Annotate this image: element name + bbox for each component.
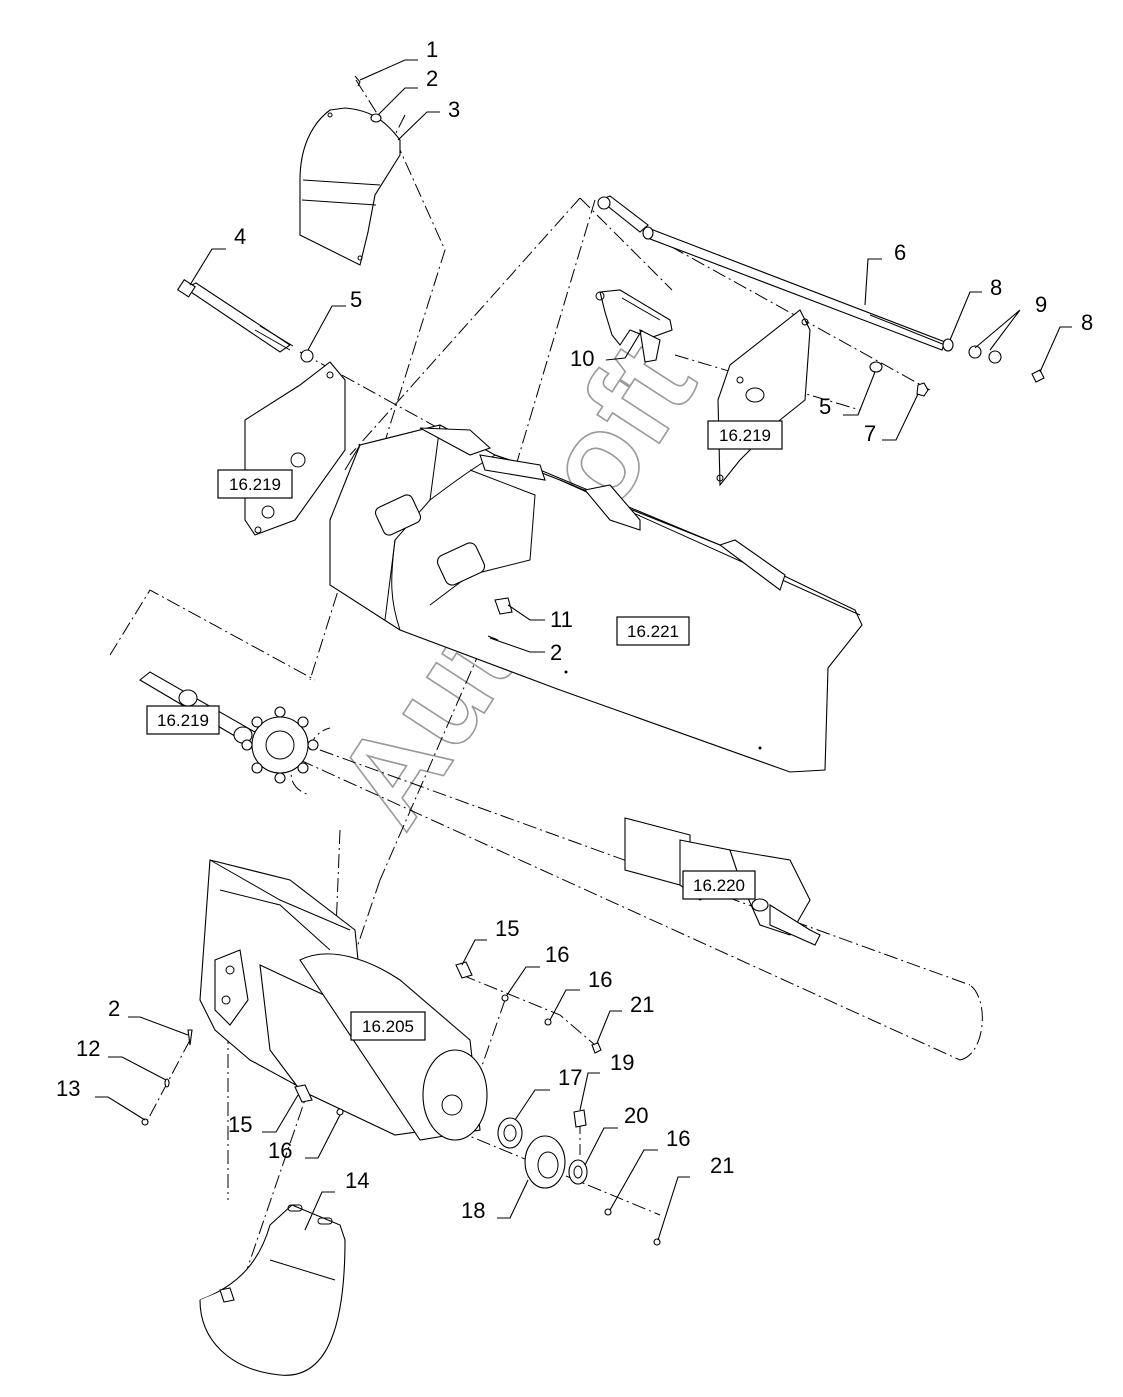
bearing-flange-parts	[141, 597, 661, 1246]
ref-box-16-219-left: 16.219	[217, 469, 293, 499]
callout-1: 1	[426, 37, 438, 62]
left-side-plate	[244, 361, 346, 536]
callout-9: 9	[1035, 292, 1047, 317]
callout-15: 15	[228, 1112, 252, 1137]
callout-16: 16	[545, 942, 569, 967]
rod	[597, 195, 946, 351]
callout-7: 7	[864, 421, 876, 446]
right-side-plate	[716, 309, 811, 487]
long-bolt	[176, 278, 294, 353]
small-hardware-top	[300, 75, 1045, 397]
ref-label-16-220: 16.220	[693, 876, 745, 895]
callout-2: 2	[550, 640, 562, 665]
ref-box-16-220: 16.220	[682, 870, 756, 900]
ref-box-16-219-shaft: 16.219	[146, 705, 220, 735]
callout-10: 10	[570, 346, 594, 371]
ref-label-16-219-shaft: 16.219	[157, 711, 209, 730]
callout-5: 5	[819, 394, 831, 419]
callout-18: 18	[461, 1198, 485, 1223]
main-housing	[329, 424, 863, 773]
ref-label-16-205: 16.205	[362, 1017, 414, 1036]
callout-4: 4	[234, 224, 246, 249]
callout-21: 21	[710, 1153, 734, 1178]
ref-box-16-221: 16.221	[616, 616, 690, 646]
callout-15: 15	[495, 916, 519, 941]
ref-label-16-219-right: 16.219	[719, 426, 771, 445]
ref-box-16-205: 16.205	[350, 1011, 426, 1041]
leader-lines	[95, 59, 1072, 1241]
callout-21: 21	[630, 992, 654, 1017]
callout-6: 6	[894, 240, 906, 265]
bottom-guard	[199, 1204, 346, 1376]
callout-11: 11	[550, 607, 573, 632]
lower-housing	[199, 859, 488, 1141]
top-guard	[299, 107, 401, 266]
callout-16: 16	[588, 967, 612, 992]
callout-16: 16	[268, 1138, 292, 1163]
callout-3: 3	[448, 97, 460, 122]
callout-8: 8	[1081, 310, 1093, 335]
reference-boxes: 16.219 16.219 16.219 16.221 16.220 16.20…	[146, 420, 783, 1041]
callout-2: 2	[426, 66, 438, 91]
ref-box-16-219-right: 16.219	[707, 420, 783, 450]
callout-13: 13	[56, 1076, 80, 1101]
callout-19: 19	[610, 1050, 634, 1075]
callout-14: 14	[345, 1168, 369, 1193]
callout-5: 5	[350, 287, 362, 312]
callout-12: 12	[76, 1036, 100, 1061]
callout-20: 20	[624, 1103, 648, 1128]
callout-numbers: 1 2 3 4 5 6 8 9 8 10 5 7 11 2 15 16 16 2…	[56, 37, 1093, 1223]
ref-label-16-219-left: 16.219	[229, 475, 281, 494]
callout-16: 16	[666, 1126, 690, 1151]
callout-2: 2	[108, 996, 120, 1021]
callout-8: 8	[990, 275, 1002, 300]
callout-17: 17	[558, 1065, 582, 1090]
ref-label-16-221: 16.221	[627, 622, 679, 641]
